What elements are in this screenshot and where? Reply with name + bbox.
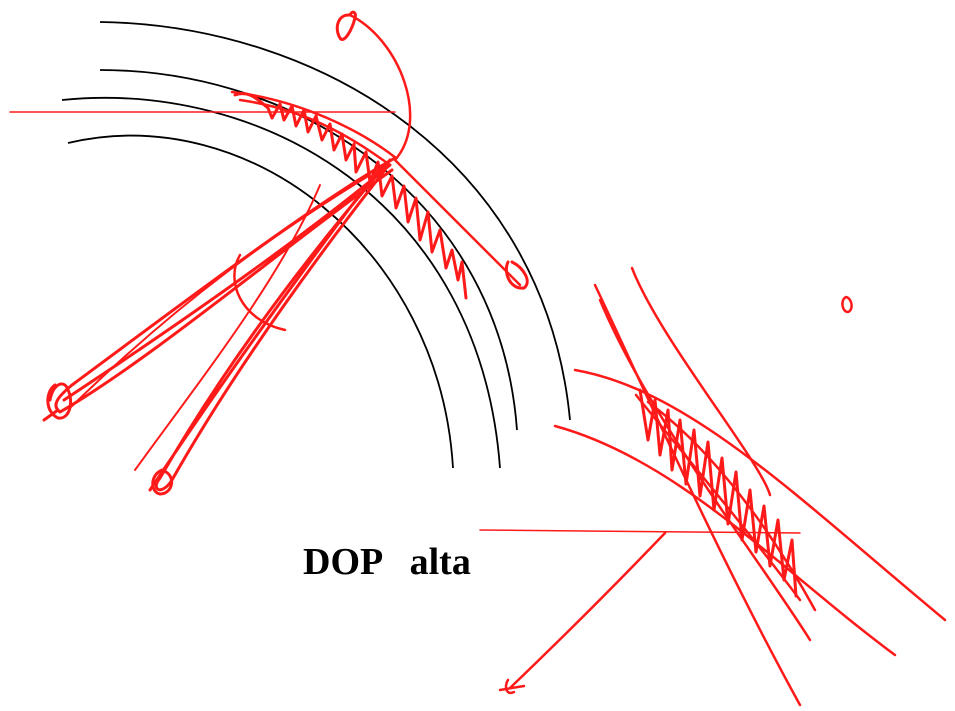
range-arc-1 xyxy=(99,21,571,421)
satellite-ray-line xyxy=(348,13,522,287)
range-arc-3 xyxy=(61,96,501,469)
ray-to-bottom-point xyxy=(148,158,392,492)
overlap-hatch-band-left xyxy=(233,92,468,300)
satellite-top-loop xyxy=(335,10,357,41)
range-arc-4 xyxy=(67,134,454,469)
ray-to-bottom-point-thin xyxy=(134,184,321,471)
satellite-bottom-loop xyxy=(504,260,529,290)
right-ink-group xyxy=(479,266,947,707)
ray-to-right-bottom-point xyxy=(508,531,667,690)
ray-to-left-point-thin xyxy=(69,174,371,409)
range-curve-right-4 xyxy=(630,266,772,497)
left-ink-group xyxy=(9,10,529,496)
range-curve-right-5 xyxy=(598,298,812,642)
overlap-hatch-band-left-upper xyxy=(230,90,398,167)
range-curve-right-1 xyxy=(553,424,897,657)
angle-arc xyxy=(233,253,287,332)
range-curve-right-2 xyxy=(573,368,947,622)
right-bottom-point-mark xyxy=(498,678,526,695)
range-arc-2 xyxy=(99,69,518,431)
range-arcs xyxy=(61,21,571,469)
left-point-loop xyxy=(42,382,73,422)
dop-label: DOP alta xyxy=(303,541,471,583)
small-loop-top-right xyxy=(841,295,853,314)
bottom-point-loop xyxy=(151,468,174,496)
horizontal-reference-line-right xyxy=(479,529,801,534)
overlap-band-edge xyxy=(634,393,817,612)
